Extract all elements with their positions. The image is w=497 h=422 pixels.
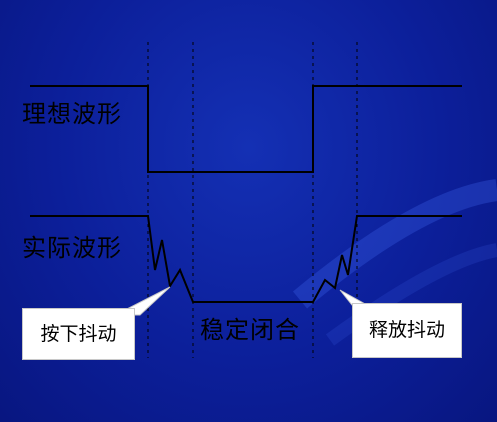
- guide-lines: [147, 42, 358, 358]
- ideal-waveform-line: [30, 85, 462, 173]
- decorative-swoosh: [292, 179, 497, 309]
- ideal-waveform-label: 理想波形: [22, 100, 122, 128]
- release-bounce-label: 释放抖动: [368, 319, 445, 341]
- actual-waveform-label: 实际波形: [22, 234, 122, 262]
- press-bounce-label: 按下抖动: [40, 322, 117, 345]
- release-bounce-callout: 释放抖动: [352, 303, 462, 358]
- press-bounce-callout: 按下抖动: [22, 308, 135, 360]
- actual-waveform-line: [30, 215, 462, 303]
- stable-closed-label: 稳定闭合: [200, 316, 300, 344]
